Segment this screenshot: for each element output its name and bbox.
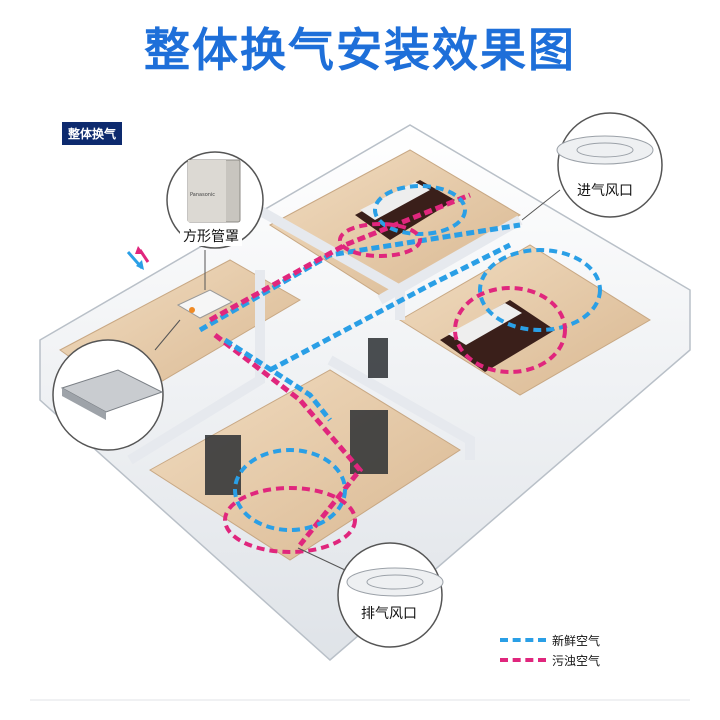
outside-arrow-in-head (136, 260, 144, 270)
stale-air-duct-2 (213, 333, 364, 547)
bed-right-sheet (448, 303, 522, 345)
interior-wall-4 (377, 215, 523, 305)
legend-label-fresh: 新鲜空气 (552, 633, 601, 648)
ventilator-indicator (189, 307, 195, 313)
interior-wall-3 (327, 355, 475, 460)
heat-exchanger-side (62, 388, 106, 420)
fresh-loop-bottom (233, 448, 347, 532)
legend: 新鲜空气 污浊空气 (500, 630, 600, 670)
bed-top-sheet (360, 182, 430, 220)
legend-swatch-stale (500, 658, 546, 662)
section-tag: 整体换气 (62, 122, 123, 145)
fresh-air-duct-2 (268, 242, 512, 373)
exhaust-leader (297, 547, 346, 571)
exhaust-vent-icon (346, 567, 444, 597)
door-middle (368, 338, 388, 378)
heat-exchanger-product (60, 369, 164, 413)
fresh-loop-right (478, 248, 602, 332)
intake-vent-inner (576, 142, 634, 158)
legend-item-stale: 污浊空气 (500, 650, 600, 670)
square-duct-brand: Panasonic (190, 192, 215, 198)
square-duct-label: 方形管罩 (180, 226, 242, 246)
stale-loop-right (453, 286, 567, 374)
interior-wall-2 (127, 270, 265, 465)
stale-loop-bottom (223, 486, 357, 554)
fresh-loop-top (373, 184, 467, 236)
legend-label-stale: 污浊空气 (552, 653, 601, 668)
intake-leader (521, 189, 561, 221)
square-duct-product-face (188, 160, 226, 222)
door-bottom-left (205, 435, 241, 495)
stale-air-duct (208, 192, 471, 323)
fresh-air-duct-3 (223, 337, 332, 422)
intake-vent-icon (556, 135, 654, 165)
bed-right (440, 300, 555, 372)
door-bottom-right (350, 410, 388, 474)
page-title: 整体换气安装效果图 (144, 23, 576, 77)
outside-arrow-out-head (135, 246, 144, 254)
intake-label: 进气风口 (574, 180, 636, 200)
intake-callout-circle (557, 112, 663, 218)
exhaust-vent-inner (366, 574, 424, 590)
legend-item-fresh: 新鲜空气 (500, 630, 600, 650)
exhaust-label: 排气风口 (358, 603, 420, 623)
exchanger-leader (154, 319, 181, 351)
legend-swatch-fresh (500, 638, 546, 642)
stale-loop-top (338, 222, 422, 258)
